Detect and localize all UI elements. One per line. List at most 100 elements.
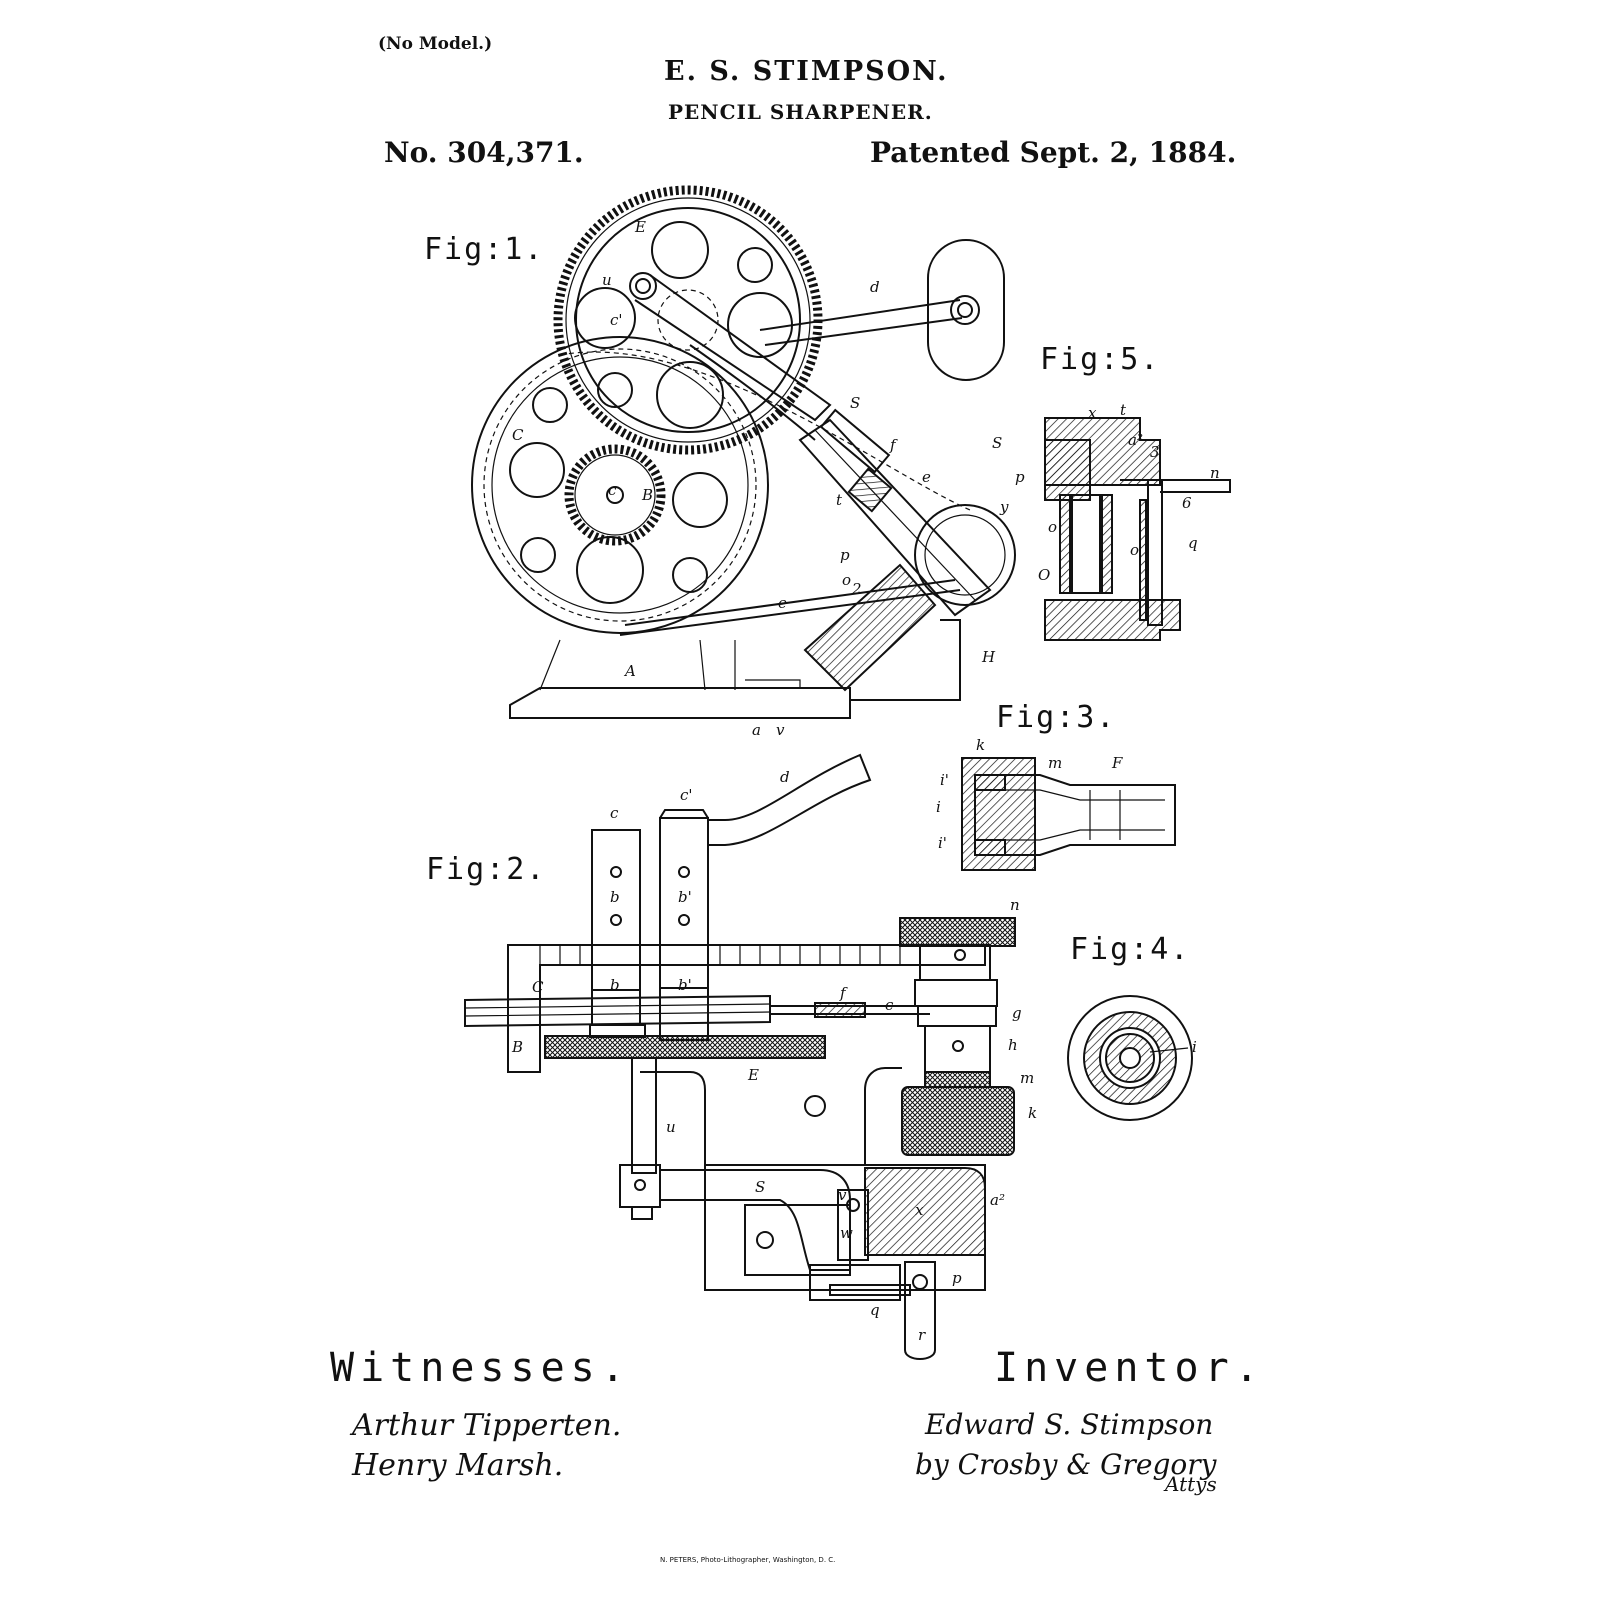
svg-text:m: m [1020,1069,1034,1087]
svg-text:2: 2 [851,580,862,598]
svg-text:y: y [999,498,1009,516]
svg-text:S: S [850,394,860,412]
fig1-base [509,687,851,719]
fig1-spindle-t [798,418,992,617]
fig-4-drawing [1067,995,1193,1121]
svg-text:i': i' [938,834,947,852]
svg-text:p: p [840,546,850,564]
fig-2-drawing [464,753,1016,1360]
patent-number: No. 304,371. [384,136,584,169]
svg-text:u: u [602,271,612,289]
svg-text:o: o [1048,518,1057,536]
svg-text:v: v [776,721,785,739]
svg-text:e: e [922,468,931,486]
fig-5-labels: x t a² S 3 p n 6 o o q O [992,401,1220,584]
svg-text:k: k [1028,1104,1037,1122]
svg-text:n: n [1010,896,1020,914]
svg-text:d: d [870,278,880,296]
svg-text:n: n [1210,464,1220,482]
fig-3-drawing [961,757,1176,871]
patent-date: Patented Sept. 2, 1884. [870,136,1237,169]
svg-text:b': b' [678,976,692,994]
fig5-stem [1071,494,1101,594]
fig-5-drawing [1044,417,1231,641]
svg-text:c: c [885,996,894,1014]
fig-1-labels: E u c' d C S B c f e t y p o 2 e H A a v [512,218,1009,739]
svg-text:b: b [610,888,620,906]
fig5-base [1044,599,1181,641]
fig4-label-i: i [1192,1038,1197,1056]
svg-text:q: q [1188,534,1198,552]
svg-text:c': c' [680,786,693,804]
svg-text:x: x [1088,404,1097,422]
svg-text:H: H [981,648,996,666]
svg-text:F: F [1111,754,1123,772]
fig-2-labels: c c' d b b' b b' n C f c g B E h m k u S… [511,768,1037,1344]
fig-5-caption: Fig:5. [1040,342,1161,377]
fig-2-caption: Fig:2. [426,852,547,887]
fig2-block-x [864,1167,986,1256]
svg-text:f: f [889,436,898,454]
svg-text:x: x [915,1201,924,1219]
fig2-shaft-u [631,1057,657,1174]
fig2-pulley-c [464,994,771,1028]
lithographer-credit: N. PETERS, Photo-Lithographer, Washingto… [660,1556,836,1564]
svg-text:B: B [511,1038,523,1056]
svg-text:a²: a² [990,1191,1005,1209]
witnesses-heading: Witnesses. [330,1345,631,1391]
fig1-frame-h [850,619,961,701]
svg-text:t: t [836,491,843,509]
svg-text:w: w [840,1224,853,1242]
svg-text:m: m [1048,754,1062,772]
svg-text:c: c [610,804,619,822]
inventor-heading: Inventor. [994,1345,1265,1391]
fig2-housing-k [901,1086,1015,1156]
svg-text:e: e [778,594,787,612]
model-note: (No Model.) [378,34,493,54]
svg-text:A: A [623,662,636,680]
fig1-handle-d [759,299,963,346]
svg-text:d: d [780,768,790,786]
fig2-arm-r [904,1261,936,1360]
attorney-signature: by Crosby & Gregory [915,1448,1217,1481]
witness-2-signature: Henry Marsh. [352,1448,564,1483]
svg-text:i': i' [940,771,949,789]
svg-text:C: C [512,426,524,444]
svg-text:S: S [755,1178,765,1196]
svg-text:b: b [610,976,620,994]
svg-text:a: a [752,721,761,739]
fig1-pulley-y [914,504,1016,606]
fig2-shaft-c [591,829,641,991]
inventor-name: E. S. STIMPSON. [664,56,949,87]
fig2-shaft-c-prime [659,817,709,989]
svg-text:r: r [918,1326,926,1344]
patent-title: PENCIL SHARPENER. [668,100,933,124]
svg-text:B: B [641,486,653,504]
witness-1-signature: Arthur Tipperten. [352,1408,622,1443]
svg-text:p: p [1015,468,1025,486]
fig2-knob-n [899,917,1016,947]
fig2-handle-d [708,753,872,846]
fig4-outer-ring [1067,995,1193,1121]
svg-text:h: h [1008,1036,1018,1054]
fig1-pulley-c [471,336,769,634]
inventor-signature: Edward S. Stimpson [925,1408,1214,1441]
attorney-suffix: Attys [1165,1472,1217,1496]
svg-text:i: i [936,798,941,816]
fig-4-caption: Fig:4. [1070,932,1191,967]
svg-text:u: u [666,1118,676,1136]
svg-text:o: o [1130,541,1139,559]
svg-text:t: t [1120,401,1127,419]
fig2-pulley-g [917,1005,997,1027]
svg-text:a²: a² [1128,431,1143,449]
svg-text:b': b' [678,888,692,906]
fig-3-labels: k m F i' i i' [936,736,1123,852]
fig2-collar-m [924,1071,991,1088]
fig2-gear-e [544,1035,826,1059]
svg-text:f: f [839,984,848,1002]
svg-text:q: q [870,1301,880,1319]
svg-text:E: E [747,1066,759,1084]
svg-text:g: g [1012,1004,1022,1022]
fig2-sleeve-h [924,1025,991,1073]
